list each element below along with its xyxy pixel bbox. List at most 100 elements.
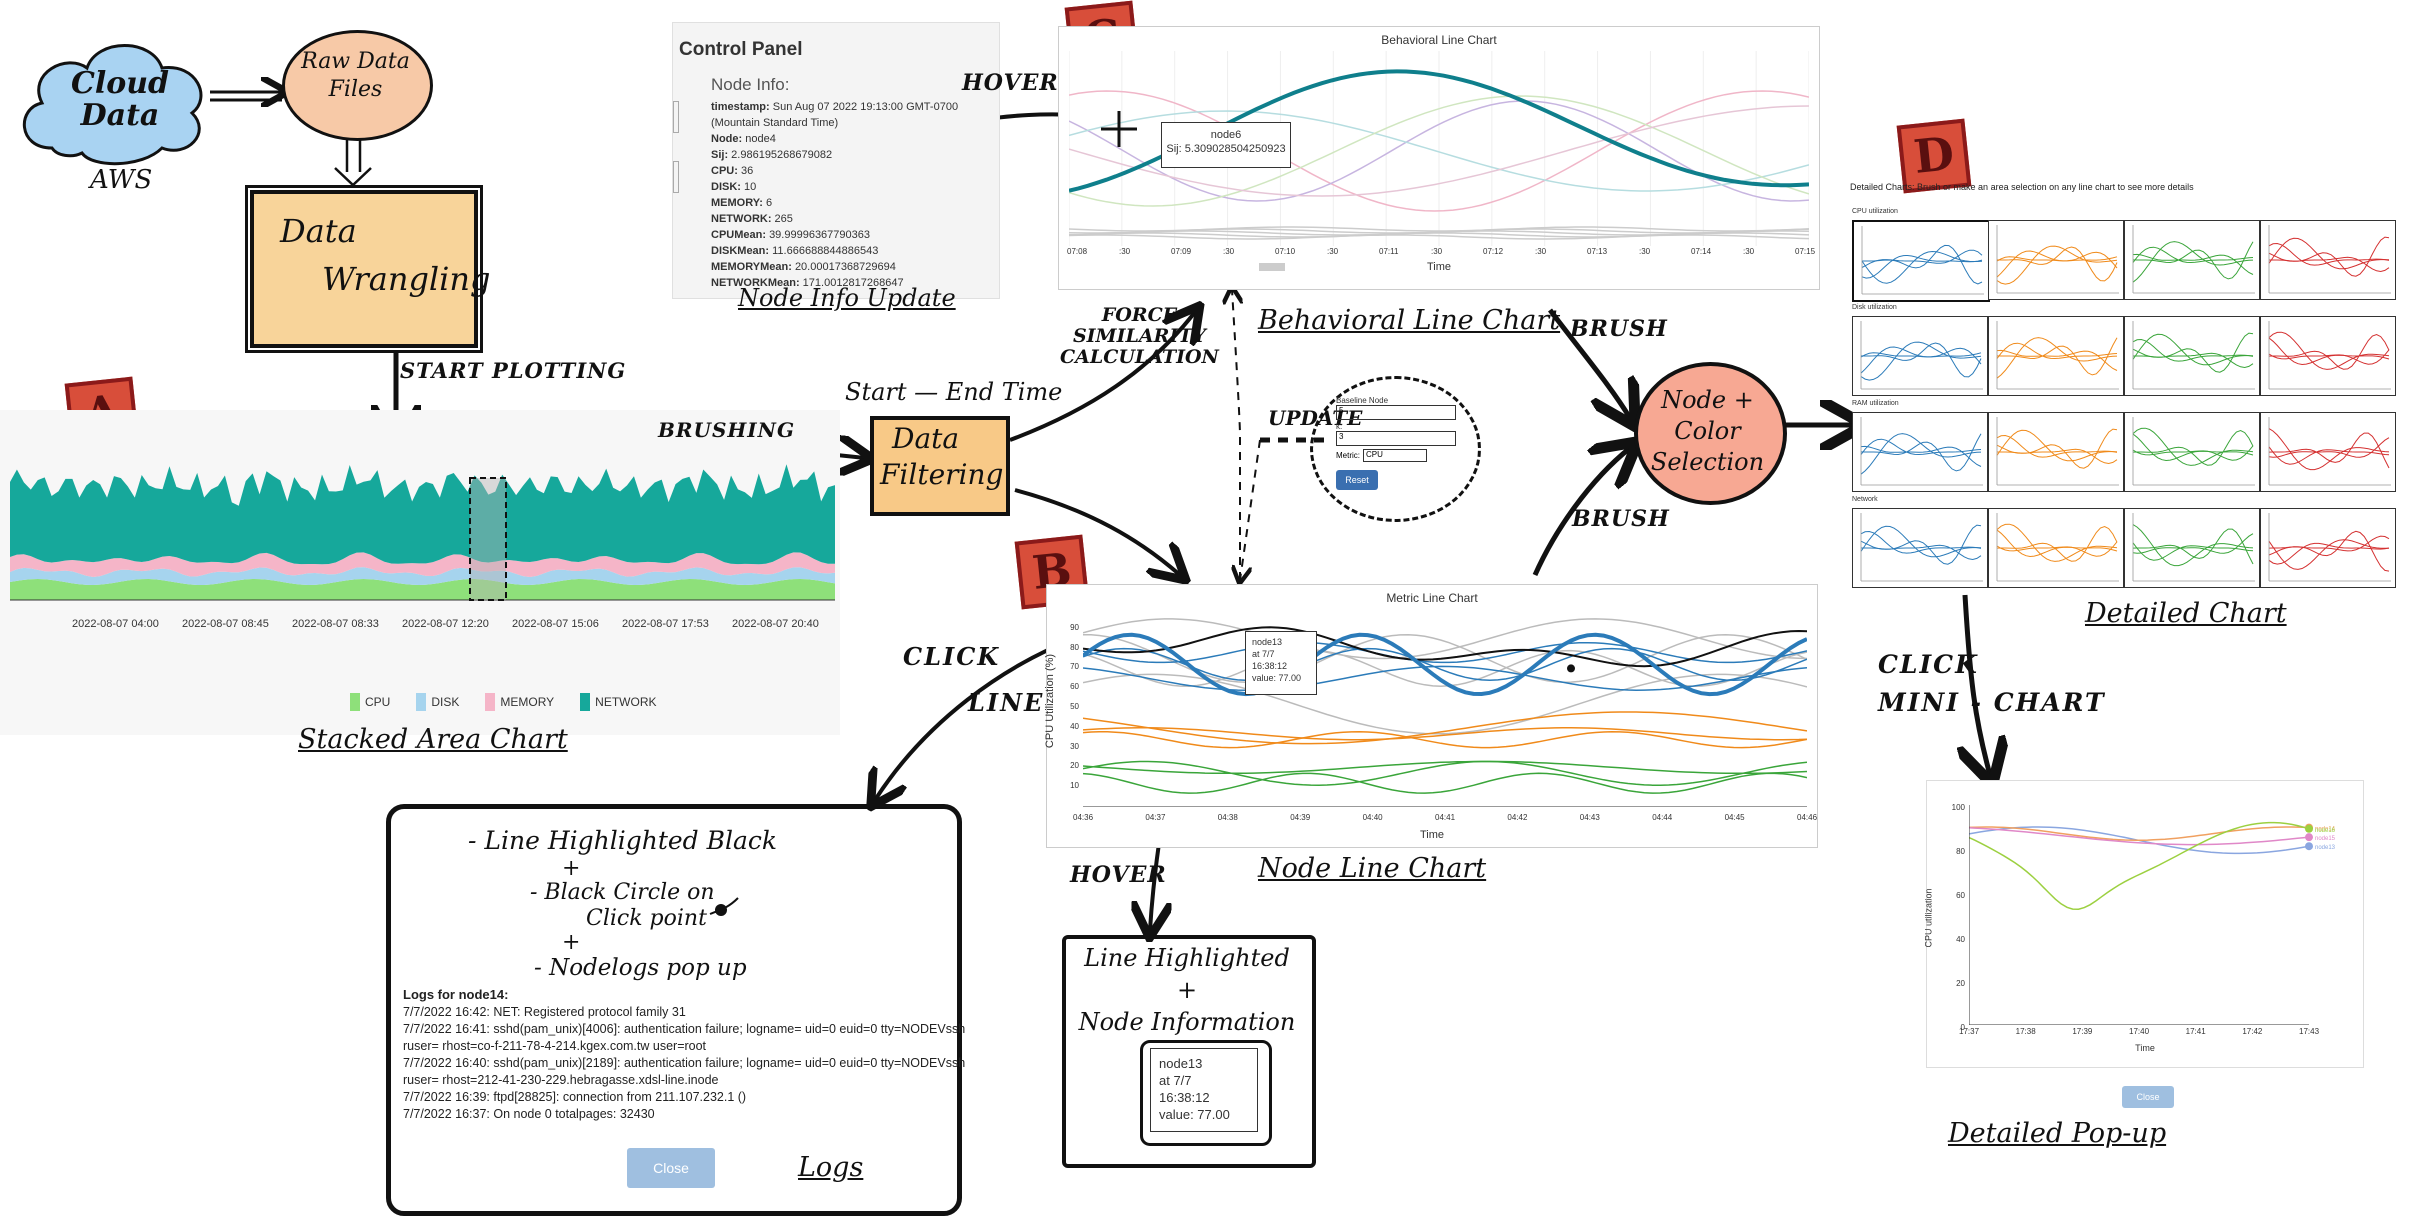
metric-x-tick: 04:38 — [1217, 813, 1238, 822]
mini-chart[interactable] — [1988, 508, 2124, 588]
reset-button[interactable]: Reset — [1336, 470, 1378, 490]
metric-line[interactable] — [1083, 647, 1807, 682]
brush-selection[interactable] — [469, 477, 507, 601]
node-info-key: NETWORK: — [711, 213, 775, 225]
behavioral-title: Behavioral Line Chart — [1381, 33, 1497, 47]
mini-chart[interactable] — [1852, 412, 1988, 492]
mini-chart[interactable] — [2124, 412, 2260, 492]
metric-line[interactable] — [1083, 641, 1807, 664]
mini-chart[interactable] — [2124, 220, 2260, 300]
metric-line[interactable] — [1083, 618, 1807, 660]
node-color-line-1: Node + — [1661, 386, 1754, 414]
behavior-line[interactable] — [1069, 232, 1809, 238]
log-line: 7/7/2022 16:42: NET: Registered protocol… — [403, 1005, 686, 1019]
raw-data-label: Raw Data Files — [301, 49, 410, 102]
mini-line — [2132, 445, 2254, 461]
metric-x-tick: 04:41 — [1435, 813, 1456, 822]
popup-x-tick: 17:40 — [2129, 1027, 2150, 1036]
metric-x-tick: 04:44 — [1652, 813, 1673, 822]
detailed-row-label: Network — [1852, 496, 1878, 503]
popup-line[interactable] — [1969, 826, 2310, 841]
mini-line — [2132, 433, 2254, 462]
mini-chart[interactable] — [1988, 316, 2124, 396]
mini-chart[interactable] — [2260, 220, 2396, 300]
mini-chart[interactable] — [2124, 316, 2260, 396]
legend-item[interactable]: MEMORY — [485, 692, 554, 712]
brush-label-1: BRUSH — [1570, 316, 1668, 342]
stack-layer-disk — [10, 567, 835, 585]
k-input[interactable]: 3 — [1336, 431, 1456, 446]
mini-line — [1996, 246, 2118, 282]
behavior-line[interactable] — [1069, 100, 1809, 202]
legend-item[interactable]: DISK — [416, 692, 459, 712]
scroll-handle[interactable] — [1259, 263, 1285, 271]
mini-line — [2132, 338, 2254, 362]
node-info-value: node4 — [745, 133, 776, 145]
mini-chart-plot — [2132, 321, 2255, 390]
metric-plot[interactable] — [1083, 609, 1807, 807]
mini-chart[interactable] — [1988, 412, 2124, 492]
behavior-line[interactable] — [1069, 110, 1809, 192]
metric-line[interactable] — [1083, 760, 1807, 786]
mini-line — [2132, 241, 2254, 280]
behavior-line[interactable] — [1069, 234, 1809, 240]
metric-x-tick: 04:45 — [1724, 813, 1745, 822]
mini-line — [2132, 524, 2254, 567]
metric-line-black[interactable] — [1083, 626, 1807, 668]
logs-note-3: - Black Circle on — [530, 880, 715, 905]
metric-select[interactable]: CPU — [1363, 449, 1427, 462]
metric-chart-panel: Metric Line Chart CPU Utilization (%) 10… — [1044, 584, 1818, 848]
metric-line[interactable] — [1083, 772, 1807, 794]
mini-line — [1860, 530, 1982, 554]
metric-line[interactable] — [1083, 731, 1807, 749]
start-plotting-label: START PLOTTING — [400, 358, 627, 383]
log-line: 7/7/2022 16:39: ftpd[28825]: connection … — [403, 1090, 747, 1104]
node-color-selection-node — [1634, 362, 1787, 505]
behavior-line[interactable] — [1069, 95, 1809, 207]
mini-chart[interactable] — [2260, 508, 2396, 588]
caption-logs: Logs — [798, 1152, 864, 1183]
mini-chart[interactable] — [1988, 220, 2124, 300]
metric-line[interactable] — [1083, 727, 1807, 741]
mini-chart[interactable] — [1852, 508, 1988, 588]
mini-line — [1996, 434, 2118, 458]
mini-line — [2268, 437, 2390, 458]
caption-node-line: Node Line Chart — [1258, 853, 1487, 884]
tooltip-line: value: 77.00 — [1159, 1107, 1230, 1122]
caption-popup: Detailed Pop-up — [1948, 1118, 2167, 1149]
mini-line — [2268, 432, 2390, 469]
metric-line[interactable] — [1083, 711, 1807, 745]
node-info-row: (Mountain Standard Time) — [711, 115, 958, 131]
popup-close-button[interactable]: Close — [2122, 1086, 2174, 1108]
logs-close-button[interactable]: Close — [627, 1148, 715, 1188]
mini-line — [1861, 524, 1982, 565]
stacked-x-tick: 2022-08-07 08:45 — [182, 618, 269, 630]
mini-chart[interactable] — [1852, 316, 1988, 396]
behavior-line[interactable] — [1069, 90, 1809, 212]
popup-line[interactable] — [1969, 827, 2310, 846]
mini-chart-plot — [1860, 513, 1983, 582]
mini-chart[interactable] — [1852, 220, 1990, 302]
node-info-key: DISK: — [711, 181, 744, 193]
metric-line-highlighted[interactable] — [1083, 632, 1807, 697]
popup-x-tick: 17:43 — [2299, 1027, 2320, 1036]
caption-behavioral: Behavioral Line Chart — [1258, 305, 1561, 336]
legend-item[interactable]: NETWORK — [580, 692, 657, 712]
legend-item[interactable]: CPU — [350, 692, 390, 712]
behavior-line[interactable] — [1069, 105, 1809, 197]
node-color-line-2: Color — [1674, 417, 1741, 445]
metric-line[interactable] — [1083, 760, 1807, 775]
wrangling-label-1: Data — [280, 212, 357, 250]
mini-chart[interactable] — [2260, 316, 2396, 396]
mini-line — [2268, 428, 2390, 471]
baseline-input[interactable]: 5 — [1336, 405, 1456, 420]
mini-line — [1860, 342, 1982, 378]
popup-line[interactable] — [1969, 821, 2310, 910]
behavioral-x-tick: 07:11 — [1379, 247, 1399, 256]
mini-chart[interactable] — [2260, 412, 2396, 492]
mini-chart[interactable] — [2124, 508, 2260, 588]
